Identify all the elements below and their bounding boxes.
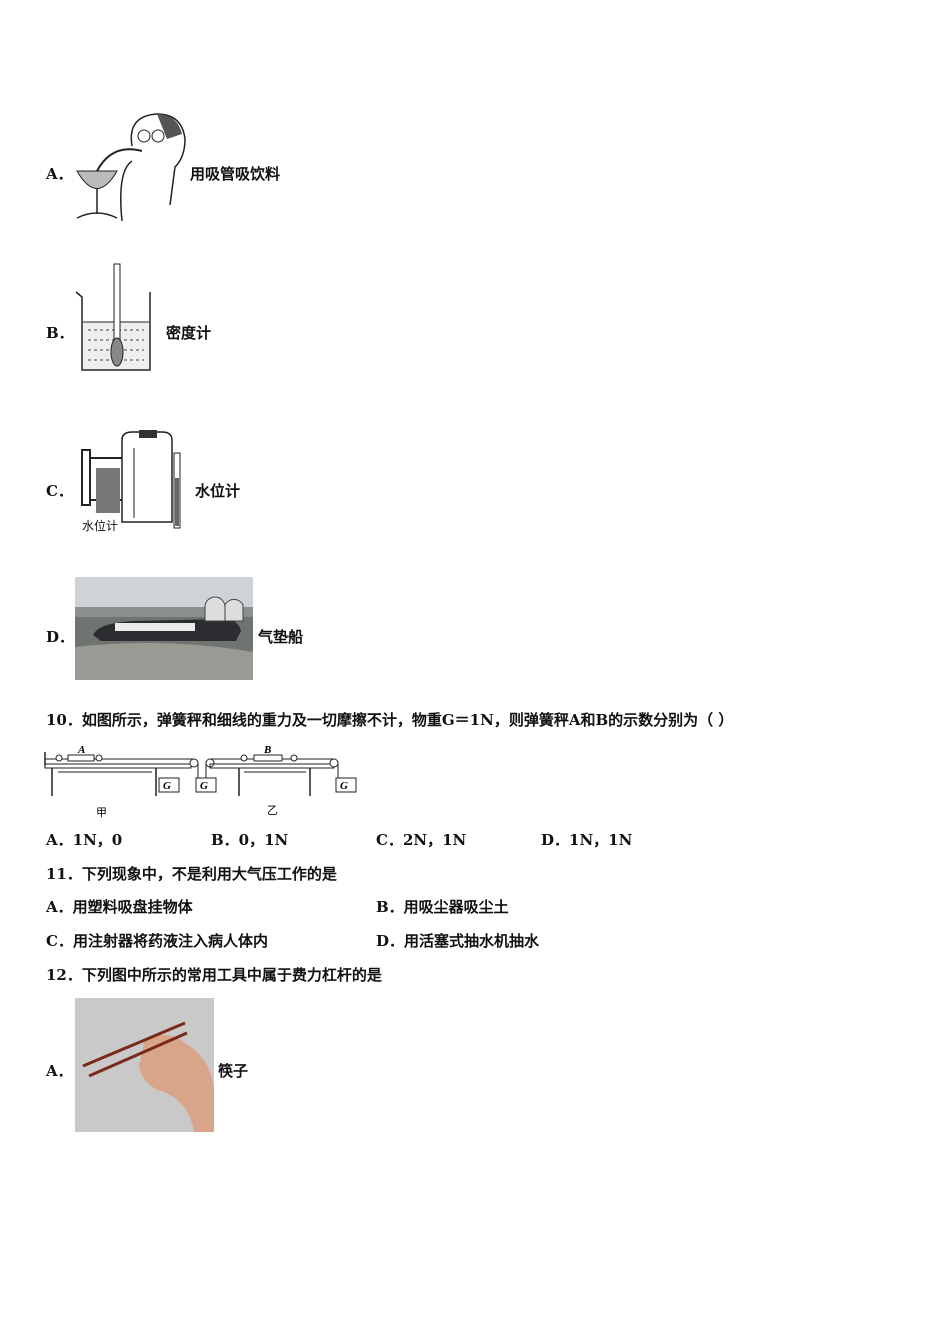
weight-label: G [163, 780, 171, 792]
weight-label: G [200, 780, 208, 792]
option-letter: B． [46, 324, 74, 342]
option-text: 用吸管吸饮料 [190, 165, 281, 183]
hovercraft-photo [75, 577, 253, 680]
option-text: 筷子 [218, 1062, 249, 1080]
option-text: 水位计 [195, 482, 241, 500]
option-b: B．用吸尘器吸尘土 [376, 898, 509, 916]
water-gauge-figure: 水位计 [74, 428, 190, 534]
option-letter: A． [46, 165, 73, 183]
option-text: 气垫船 [258, 628, 304, 646]
weight-label: G [340, 780, 348, 792]
option-d: D．1N，1N [541, 831, 633, 849]
spring-scale-diagram: A G 甲 B G G 乙 [44, 744, 364, 820]
straw-drinking-figure [72, 106, 187, 222]
scale-b-label: B [263, 744, 271, 756]
option-c: C．用注射器将药液注入病人体内 [46, 932, 268, 950]
option-d: D．用活塞式抽水机抽水 [376, 932, 540, 950]
option-c: C．2N，1N [376, 831, 467, 849]
question-12-stem: 12．下列图中所示的常用工具中属于费力杠杆的是 [46, 966, 382, 984]
caption-jia: 甲 [96, 806, 107, 819]
scale-a-label: A [77, 744, 85, 756]
option-text: 密度计 [166, 324, 212, 342]
option-a: A．1N，0 [46, 831, 123, 849]
figure-label: 水位计 [82, 519, 119, 533]
question-10-stem: 10．如图所示，弹簧秤和细线的重力及一切摩擦不计，物重G＝1N，则弹簧秤A和B的… [46, 711, 734, 729]
option-b: B．0，1N [211, 831, 289, 849]
option-letter: A． [46, 1062, 73, 1080]
option-letter: D． [46, 628, 75, 646]
chopsticks-photo [75, 998, 214, 1132]
hydrometer-figure [74, 262, 158, 374]
question-11-stem: 11．下列现象中，不是利用大气压工作的是 [46, 865, 337, 883]
option-letter: C． [46, 482, 73, 500]
option-a: A．用塑料吸盘挂物体 [46, 898, 193, 916]
caption-yi: 乙 [267, 804, 278, 817]
